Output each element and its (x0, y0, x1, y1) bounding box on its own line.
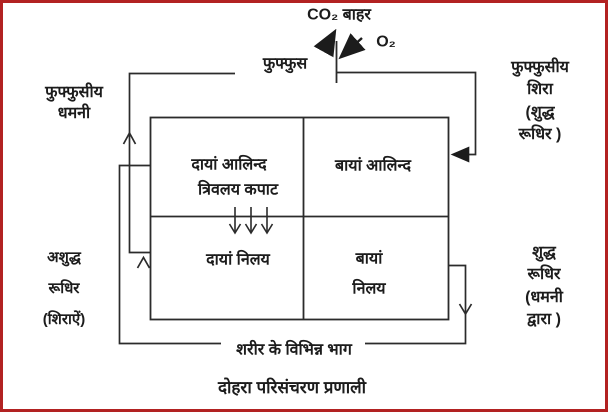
pulmonary-vein-line (336, 71, 477, 163)
body-parts-label: शरीर के विभिन्न भाग (236, 341, 352, 359)
tricuspid-arrowhead-1 (228, 223, 242, 235)
tricuspid-arrowhead-3 (260, 223, 274, 235)
impure-blood-label: अशुद्ध रूधिर (शिराऐं) (42, 248, 86, 328)
pulmonary-artery-label: फुफ्फुसीय धमनी (45, 84, 103, 122)
heart-box (149, 116, 450, 321)
circulation-diagram-lines (118, 28, 477, 345)
lungs-label: फुफ्फुस (262, 55, 308, 73)
right-atrium-label: दायां आलिन्द (191, 156, 267, 174)
aorta-down-arrowhead (458, 303, 473, 316)
pulmonary-artery-up-arrowhead (122, 131, 137, 145)
tricuspid-arrowhead-2 (244, 223, 258, 235)
diagram-title: दोहरा परिसंचरण प्रणाली (217, 377, 367, 397)
co2-out-arrow (313, 28, 337, 58)
vein-inflow-arrowhead (136, 255, 151, 269)
body-vein-line (118, 164, 221, 345)
o2-label: O₂ (376, 33, 396, 51)
co2-out-label: CO₂ बाहर (307, 6, 371, 24)
pulmonary-vein-label: फुफ्फुसीय शिरा (शुद्ध रूधिर ) (511, 59, 569, 144)
tricuspid-valve-label: त्रिवलय कपाट (197, 181, 279, 199)
o2-in-arrow (338, 33, 366, 60)
pulmonary-artery-line (128, 72, 235, 254)
left-atrium-label: बायां आलिन्द (335, 157, 411, 175)
tricuspid-valve-arrows (228, 207, 274, 235)
left-ventricle-label: बायां निलय (352, 250, 386, 298)
aorta-line (365, 264, 467, 345)
pure-blood-label: शुद्ध रूधिर (धमनी द्वारा ) (525, 244, 563, 329)
right-ventricle-label: दायां निलय (206, 251, 270, 269)
